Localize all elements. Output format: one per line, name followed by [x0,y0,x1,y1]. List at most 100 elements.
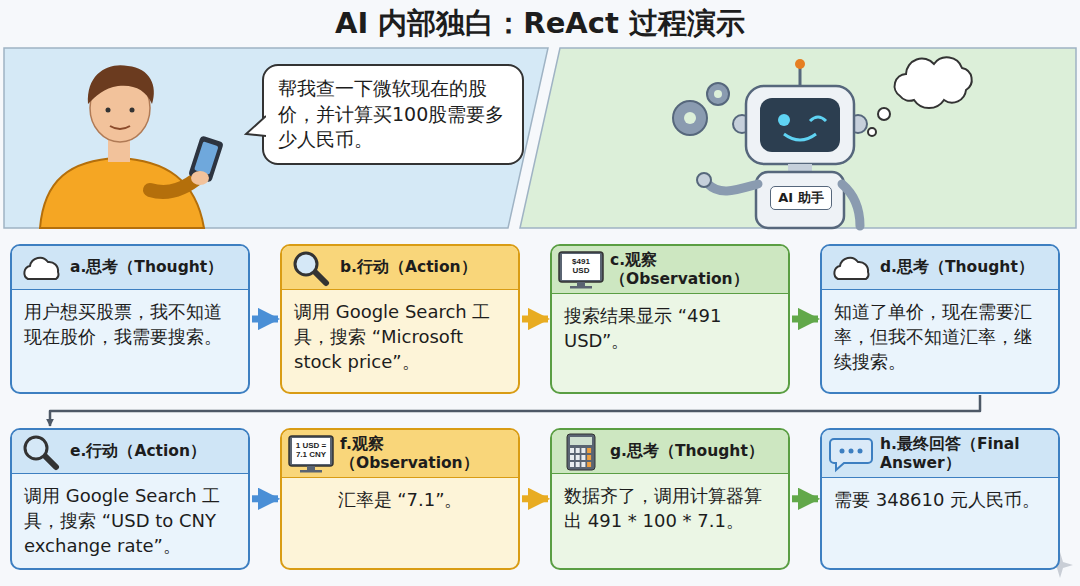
step-title: c.观察（Observation） [610,251,782,288]
drawing-part [307,466,315,470]
drawing-part [25,437,47,459]
icon-strokes [295,253,326,283]
step-box: a.思考（Thought）用户想买股票，我不知道现在股价，我需要搜索。 [10,244,250,394]
drawing-part [895,57,972,108]
drawing-part [778,114,790,126]
drawing-part [576,455,580,460]
step-box: b.行动（Action） 调用 Google Search 工具，搜索 “Micr… [280,244,520,394]
drawing-part [714,90,722,98]
icon-strokes [567,434,595,470]
step-header: g.思考（Thought） [552,430,788,474]
drawing-part [784,134,816,140]
drawing-part [795,59,805,69]
drawing-part [576,462,580,467]
drawing-part [581,455,585,460]
drawing-part [842,184,860,226]
flow-arrow [522,316,548,323]
step-body: 调用 Google Search 工具，搜索 “Microsoft stock … [282,290,518,392]
flow-arrow [792,495,818,502]
drawing-part [746,86,854,164]
flow-arrow [252,316,278,323]
step-box: $491 USD c.观察（Observation） 搜索结果显示 “491 USD… [550,244,790,394]
step-header: 1 USD = 7.1 CNYf.观察（Observation） [282,430,518,478]
step-box: h.最终回答（Final Answer）需要 348610 元人民币。 [820,428,1060,570]
step-title: b.行动（Action） [340,258,477,277]
step-title: h.最终回答（Final Answer） [880,435,1052,472]
step-icon [558,433,604,471]
icon-strokes [289,436,333,473]
flow-arrow [792,316,818,323]
diagram-title: AI 内部独白：ReAct 过程演示 [0,4,1080,44]
robot-chest-label: AI 助手 [770,186,832,210]
drawing-part [562,254,600,280]
step-header: d.思考（Thought） [822,246,1058,290]
drawing-part [708,184,758,191]
drawing-part [44,455,56,467]
step-body: 调用 Google Search 工具，搜索 “USD to CNY excha… [12,474,248,568]
icon-strokes [830,439,872,470]
step-header: b.行动（Action） [282,246,518,290]
step-body: 知道了单价，现在需要汇率，但我不知道汇率，继续搜索。 [822,290,1058,392]
drawing-part [570,462,574,467]
drawing-part [587,455,591,460]
drawing-part [830,439,872,470]
drawing-part [684,112,696,124]
step-body: 汇率是 “7.1”。 [282,478,518,567]
drawing-part [191,171,209,185]
step-icon [828,435,874,473]
bubble-tail [244,114,266,140]
drawing-part [707,83,729,105]
step-icon [18,433,64,471]
screen-text: $491 USD [563,255,599,279]
drawing-part [559,252,603,282]
flow-arrow [522,495,548,502]
drawing-part [868,128,876,136]
speech-text: 帮我查一下微软现在的股价，并计算买100股需要多少人民币。 [278,76,508,153]
step-header: a.思考（Thought） [12,246,248,290]
drawing-part [840,448,845,453]
drawing-part [295,253,317,275]
drawing-part [858,448,863,453]
bubble-tail-outline [246,116,266,136]
drawing-part [760,98,840,152]
cloud-icon [18,249,64,287]
speech-bubble: 帮我查一下微软现在的股价，并计算买100股需要多少人民币。 [262,64,524,165]
flow-arrow [50,395,980,426]
drawing-part [292,438,330,464]
drawing-part [581,462,585,467]
drawing-part [88,65,154,104]
drawing-part [570,448,574,453]
drawing-part [106,108,111,113]
magnifier-icon [18,433,64,471]
drawing-part [567,434,595,470]
icon-strokes [25,437,56,467]
calculator-icon [558,433,604,471]
step-body: 搜索结果显示 “491 USD”。 [552,294,788,392]
user-figure [40,65,224,228]
drawing-part [130,108,135,113]
step-title: a.思考（Thought） [70,258,223,277]
drawing-part [570,286,592,289]
drawing-part [110,126,130,129]
step-title: f.观察（Observation） [340,435,512,472]
drawing-part [24,257,58,278]
step-header: h.最终回答（Final Answer） [822,430,1058,478]
drawing-part [810,117,826,121]
drawing-part [577,282,585,286]
step-box: d.思考（Thought）知道了单价，现在需要汇率，但我不知道汇率，继续搜索。 [820,244,1060,394]
step-icon [18,249,64,287]
step-icon: $491 USD [558,251,604,289]
user-panel [4,48,548,228]
step-body: 数据齐了，调用计算器算出 491 * 100 * 7.1。 [552,474,788,568]
drawing-part [570,455,574,460]
drawing-part [194,141,218,174]
drawing-part [570,437,592,445]
step-header: $491 USD c.观察（Observation） [552,246,788,294]
thought-cloud [868,57,972,136]
drawing-part [576,448,580,453]
step-title: g.思考（Thought） [610,442,764,461]
drawing-part [849,448,854,453]
ai-panel [520,48,1076,228]
icon-strokes [24,257,58,278]
drawing-part [581,448,585,453]
